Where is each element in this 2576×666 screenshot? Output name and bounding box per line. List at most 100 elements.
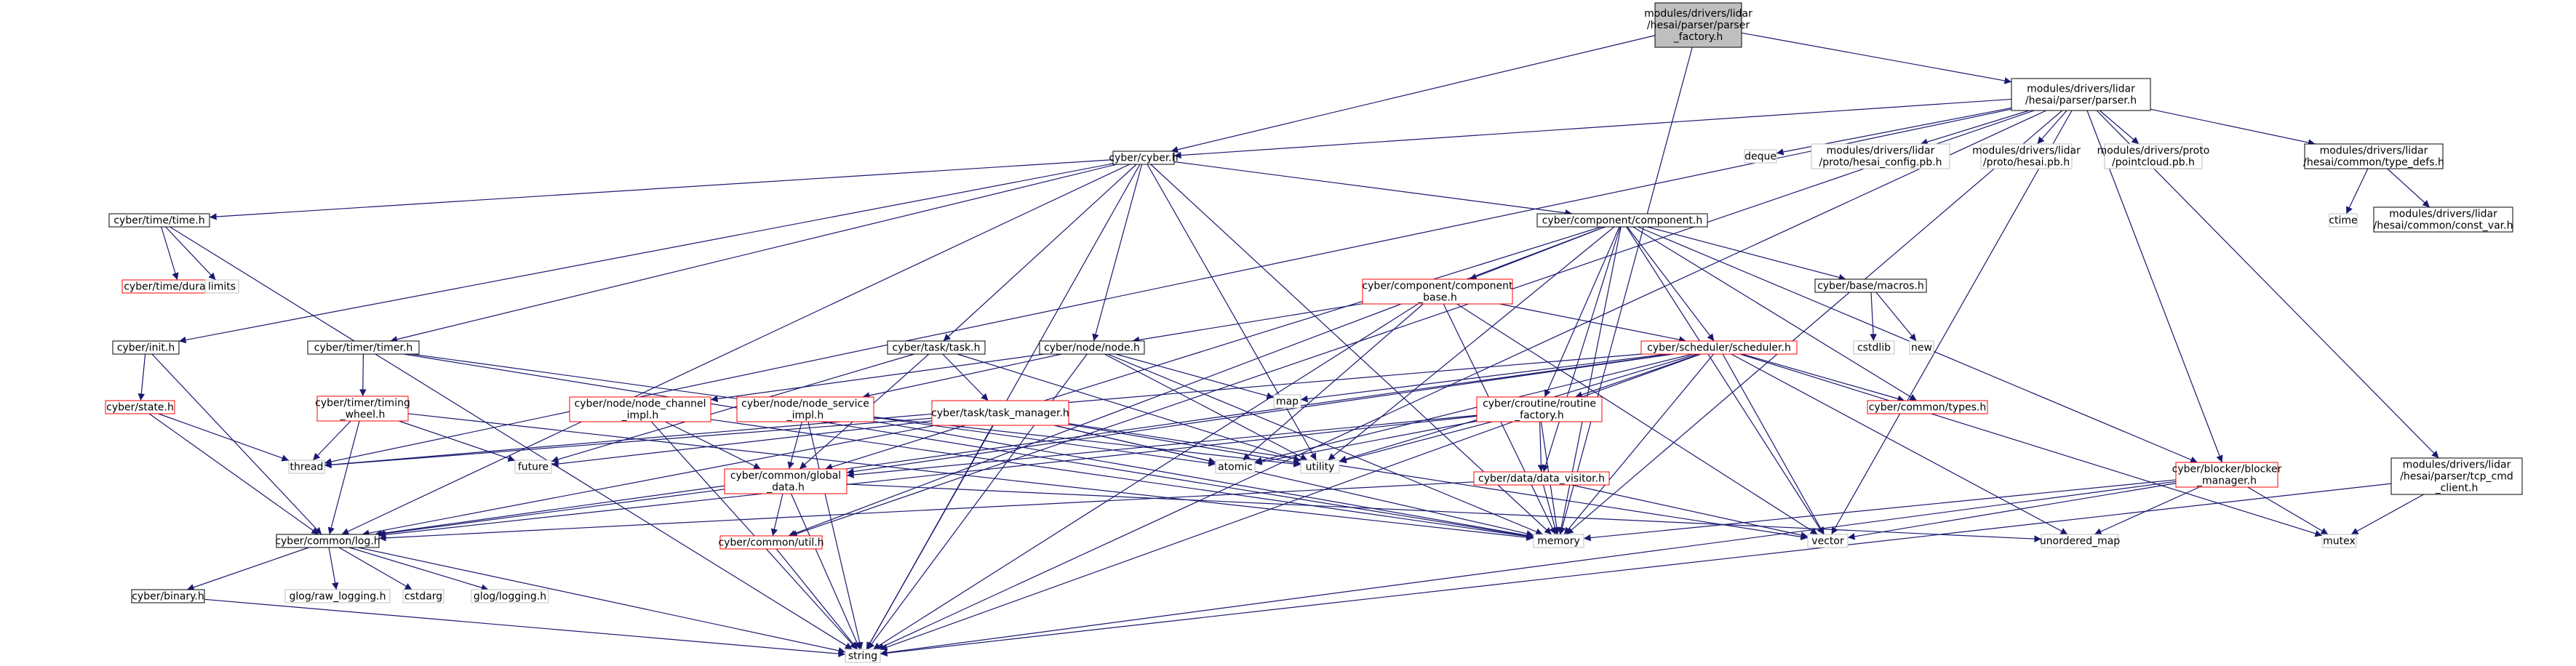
node-node-service[interactable]: cyber/node/node_service_impl.h [736,396,874,422]
edge-timing_wheel-to-future [399,420,516,462]
node-memory: memory [1533,534,1584,548]
node-new: new [1909,340,1934,355]
node-box [1273,394,1301,409]
node-macros[interactable]: cyber/base/macros.h [1814,278,1927,293]
edge-node-to-map [1115,353,1275,399]
edge-cyber-to-timer [390,164,1117,343]
node-map: map [1273,394,1301,409]
node-component-base[interactable]: cyber/component/component_base.h [1362,278,1513,305]
node-routine-factory[interactable]: cyber/croutine/routine_factory.h [1476,396,1603,422]
node-root[interactable]: modules/drivers/lidar/hesai/parser/parse… [1644,2,1752,48]
node-label-line: cyber/common/global [730,470,841,482]
dependency-edges [137,32,2439,657]
edge-type_defs-to-ctime [2345,168,2369,214]
node-util[interactable]: cyber/common/util.h [718,535,824,550]
node-init[interactable]: cyber/init.h [112,340,180,355]
edge-task-to-utility [957,353,1301,462]
node-node-channel[interactable]: cyber/node/node_channel_impl.h [569,396,711,422]
edge-macros-to-cstdlib [1870,292,1877,342]
node-box [1867,400,1988,414]
node-unordered-map: unordered_map [2040,534,2120,548]
edge-component_base-to-node [1132,303,1363,344]
node-task-manager[interactable]: cyber/task/task_manager.h [931,400,1069,426]
header-nodes: modules/drivers/lidar/hesai/parser/parse… [105,2,2523,663]
node-label-line: cyber/timer/timer.h [314,342,412,354]
node-box [2373,206,2513,233]
node-label-line: _manager.h [2196,476,2257,487]
node-box [887,340,986,355]
node-tcp-cmd-client[interactable]: modules/drivers/lidar/hesai/parser/tcp_c… [2390,457,2523,495]
node-node[interactable]: cyber/node/node.h [1039,340,1145,355]
node-state[interactable]: cyber/state.h [105,400,175,414]
node-const-var[interactable]: modules/drivers/lidar/hesai/common/const… [2373,206,2513,233]
node-label-line: cyber/croutine/routine [1483,398,1596,410]
node-label-line: atomic [1218,462,1253,473]
node-cyber[interactable]: cyber/cyber.h [1109,151,1179,165]
node-label-line: cyber/init.h [117,342,175,354]
node-binary[interactable]: cyber/binary.h [131,589,205,603]
edge-parser-to-hesai_pb [2037,110,2067,145]
node-string: string [845,649,881,663]
node-box [1811,143,1950,169]
node-box [112,340,180,355]
edge-blocker_manager-to-mutex [2247,486,2329,535]
node-box [1536,213,1708,228]
edge-time_h-to-string [170,226,853,650]
edge-timing_wheel-to-thread [312,420,351,461]
edge-log-to-cstdarg [338,547,412,590]
node-timer[interactable]: cyber/timer/timer.h [307,340,420,355]
node-label-line: /hesai/common/const_var.h [2374,220,2513,232]
node-box [1533,534,1584,548]
node-box [2041,534,2119,548]
node-box [2011,78,2151,111]
edge-log-to-glog_logging [348,547,489,591]
node-label-line: cyber/task/task.h [893,342,981,354]
node-parser[interactable]: modules/drivers/lidar/hesai/parser/parse… [2011,78,2151,111]
node-types[interactable]: cyber/common/types.h [1867,400,1988,414]
node-label-line: _impl.h [786,410,824,422]
edge-routine_factory-to-global_data [846,414,1478,478]
node-box [1980,143,2073,169]
node-label-line: cyber/binary.h [132,591,204,603]
edge-cyber-to-task [943,164,1137,342]
node-box [845,649,881,663]
node-label-line: _wheel.h [340,409,386,421]
node-time-h[interactable]: cyber/time/time.h [108,213,210,228]
node-scheduler[interactable]: cyber/scheduler/scheduler.h [1640,340,1798,355]
node-label-line: future [518,462,549,473]
node-box [1814,278,1927,293]
node-task[interactable]: cyber/task/task.h [887,340,986,355]
node-label-line: cyber/node/node.h [1044,342,1140,354]
edge-cyber-to-time_h [209,159,1114,220]
edge-data_visitor-to-memory [1542,484,1559,535]
edge-scheduler-to-map [1300,353,1667,403]
edge-component-to-macros [1646,226,1846,281]
edge-scheduler-to-log [375,353,1672,537]
node-box [1215,460,1256,474]
node-mutex: mutex [2321,534,2357,548]
edge-component-to-types [1632,226,1918,401]
node-box [2104,143,2203,169]
edge-node-to-utility [1104,353,1308,461]
node-label-line: memory [1537,536,1580,547]
node-type-defs[interactable]: modules/drivers/lidar/hesai/common/type_… [2303,143,2444,169]
node-label-line: /hesai/common/type_defs.h [2303,157,2444,169]
edge-component_base-to-scheduler [1499,303,1686,343]
node-blocker-manager[interactable]: cyber/blocker/blocker_manager.h [2172,462,2282,488]
edge-task-to-task_manager [942,353,989,401]
node-box [2304,143,2444,169]
node-label-line: /hesai/parser/parser [1647,20,1750,31]
node-log[interactable]: cyber/common/log.h [275,534,380,548]
node-label-line: _base.h [1417,292,1457,304]
node-ctime: ctime [2329,213,2358,228]
node-timing-wheel[interactable]: cyber/timer/timing_wheel.h [315,396,410,422]
node-box [1300,460,1340,474]
node-global-data[interactable]: cyber/common/global_data.h [724,468,848,494]
node-component[interactable]: cyber/component/component.h [1536,213,1708,228]
node-label-line: _impl.h [621,410,659,422]
node-data-visitor[interactable]: cyber/data/data_visitor.h [1473,471,1610,486]
node-label-line: modules/drivers/lidar [2320,145,2428,157]
edge-parser-to-blocker_manager [2086,110,2223,463]
edge-node-to-string [867,353,1088,650]
